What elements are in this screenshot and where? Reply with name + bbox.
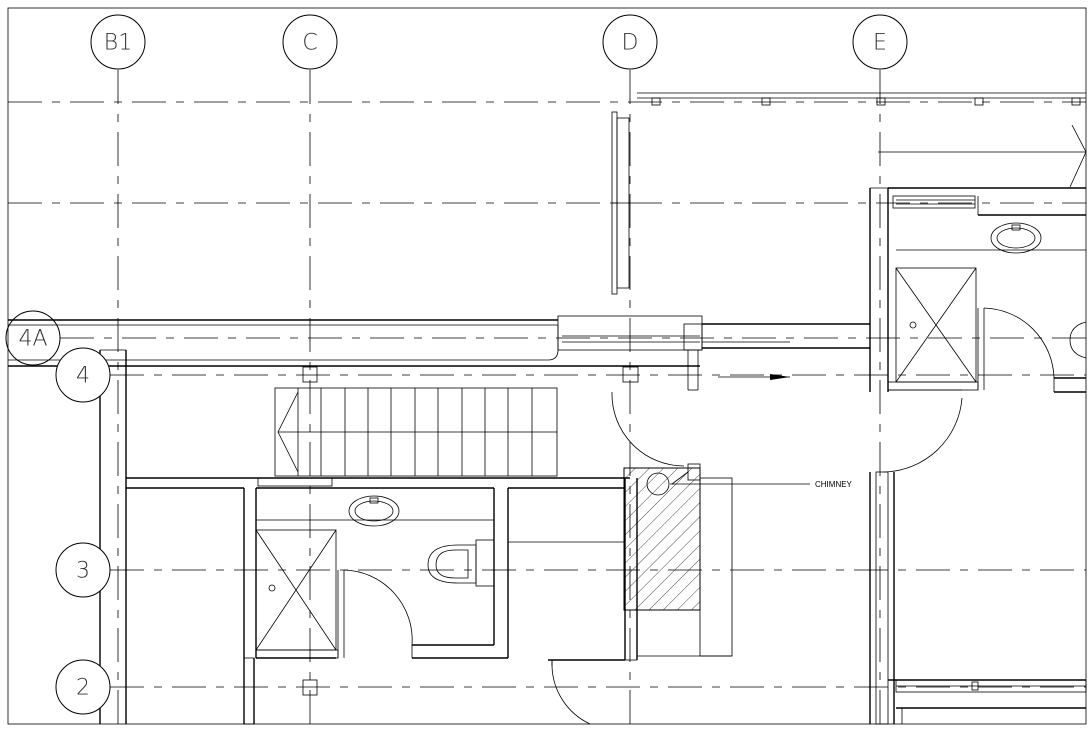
grid-bubble-c: C [282,14,338,70]
sliding-door-d [611,111,630,295]
svg-text:C: C [302,31,317,56]
chimney-area: CHIMNEY [548,391,853,725]
left-toilet [427,544,477,584]
grid-bubbles-top: B1 C D E [90,14,908,70]
grid-bubble-b1: B1 [90,14,146,70]
column-c4 [302,366,318,383]
svg-text:4A: 4A [18,327,47,352]
right-bath-door-swing [983,307,1055,379]
grid-bubble-2: 2 [55,659,111,715]
grid-bubble-4a: 4A [5,310,61,366]
column-c2 [302,679,318,696]
vertical-grid-lines [117,70,881,724]
door-swing-d [611,391,685,467]
svg-text:4: 4 [76,364,90,389]
svg-text:E: E [873,31,887,56]
left-wall [99,349,127,724]
top-deck-railing [637,92,1087,188]
stair [274,387,558,477]
horizontal-grid-lines [8,101,1086,688]
left-sink [348,495,400,527]
grid-bubbles-left: 4A 4 3 2 [5,310,111,715]
svg-text:B1: B1 [104,31,132,56]
chimney [623,467,701,611]
corridor-wall [8,315,870,391]
right-bathroom [869,187,1087,473]
chimney-label: CHIMNEY [815,480,853,489]
grid-bubble-d: D [602,14,658,70]
right-sink [990,222,1042,254]
left-bathroom [243,488,625,725]
mid-wall [126,477,630,489]
svg-text:D: D [622,31,639,56]
columns [302,366,639,696]
grid-bubble-3: 3 [55,542,111,598]
door-swing-bottom [551,660,591,725]
door-swing-e [883,397,963,473]
grid-bubble-e: E [852,14,908,70]
grid-bubble-4: 4 [55,347,111,403]
column-d4 [622,366,639,383]
left-bath-door-swing [343,569,413,646]
right-toilet [1069,321,1087,359]
right-lower-wall [869,471,1087,725]
svg-text:3: 3 [76,559,90,584]
svg-text:2: 2 [76,676,90,701]
